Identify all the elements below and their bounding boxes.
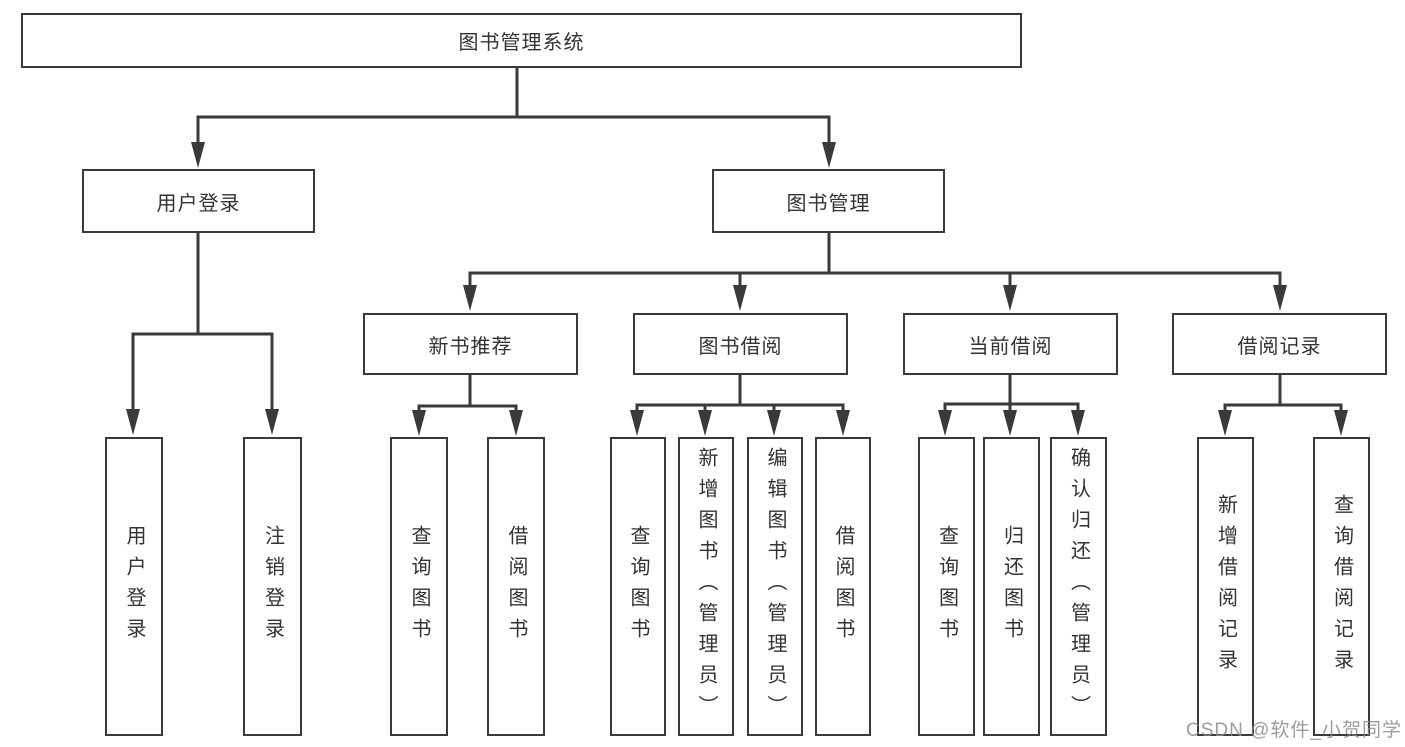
- leaf-edit-books-admin: 编辑图书（管理员）: [747, 437, 803, 736]
- leaf-query-borrow-record-label: 查询借阅记录: [1330, 493, 1353, 680]
- leaf-borrow-books-borrowing: 借阅图书: [815, 437, 871, 736]
- leaf-query-borrow-record: 查询借阅记录: [1313, 437, 1370, 736]
- node-book-management: 图书管理: [712, 169, 945, 233]
- leaf-add-books-admin: 新增图书（管理员）: [678, 437, 734, 736]
- leaf-user-login: 用户登录: [105, 437, 163, 736]
- leaf-query-books-current-label: 查询图书: [935, 524, 958, 649]
- leaf-query-books-borrowing-label: 查询图书: [627, 524, 649, 649]
- leaf-borrow-books-recommend-label: 借阅图书: [505, 524, 527, 649]
- leaf-add-borrow-record: 新增借阅记录: [1197, 437, 1254, 736]
- leaf-confirm-return-admin: 确认归还（管理员）: [1050, 437, 1107, 736]
- leaf-logout: 注销登录: [243, 437, 302, 736]
- node-root-system: 图书管理系统: [21, 13, 1022, 68]
- leaf-query-books-current: 查询图书: [918, 437, 975, 736]
- csdn-watermark: CSDN @软件_小贺同学: [1186, 720, 1402, 741]
- leaf-confirm-return-admin-label: 确认归还（管理员）: [1067, 447, 1090, 726]
- leaf-add-books-admin-label: 新增图书（管理员）: [695, 447, 717, 726]
- node-book-borrowing: 图书借阅: [633, 313, 848, 375]
- leaf-query-books-recommend: 查询图书: [390, 437, 448, 736]
- arrowheads: [126, 142, 1348, 436]
- leaf-user-login-label: 用户登录: [123, 524, 145, 649]
- leaf-logout-label: 注销登录: [261, 524, 284, 649]
- leaf-add-borrow-record-label: 新增借阅记录: [1214, 493, 1237, 680]
- leaf-query-books-recommend-label: 查询图书: [408, 524, 430, 649]
- leaf-edit-books-admin-label: 编辑图书（管理员）: [764, 447, 786, 726]
- leaf-return-books-label: 归还图书: [1000, 524, 1023, 649]
- leaf-return-books: 归还图书: [983, 437, 1040, 736]
- leaf-borrow-books-recommend: 借阅图书: [487, 437, 545, 736]
- leaf-query-books-borrowing: 查询图书: [610, 437, 666, 736]
- leaf-borrow-books-borrowing-label: 借阅图书: [832, 524, 854, 649]
- node-new-book-recommend: 新书推荐: [363, 313, 578, 375]
- node-current-borrowing: 当前借阅: [903, 313, 1118, 375]
- node-user-login: 用户登录: [82, 169, 315, 233]
- node-borrow-records: 借阅记录: [1172, 313, 1387, 375]
